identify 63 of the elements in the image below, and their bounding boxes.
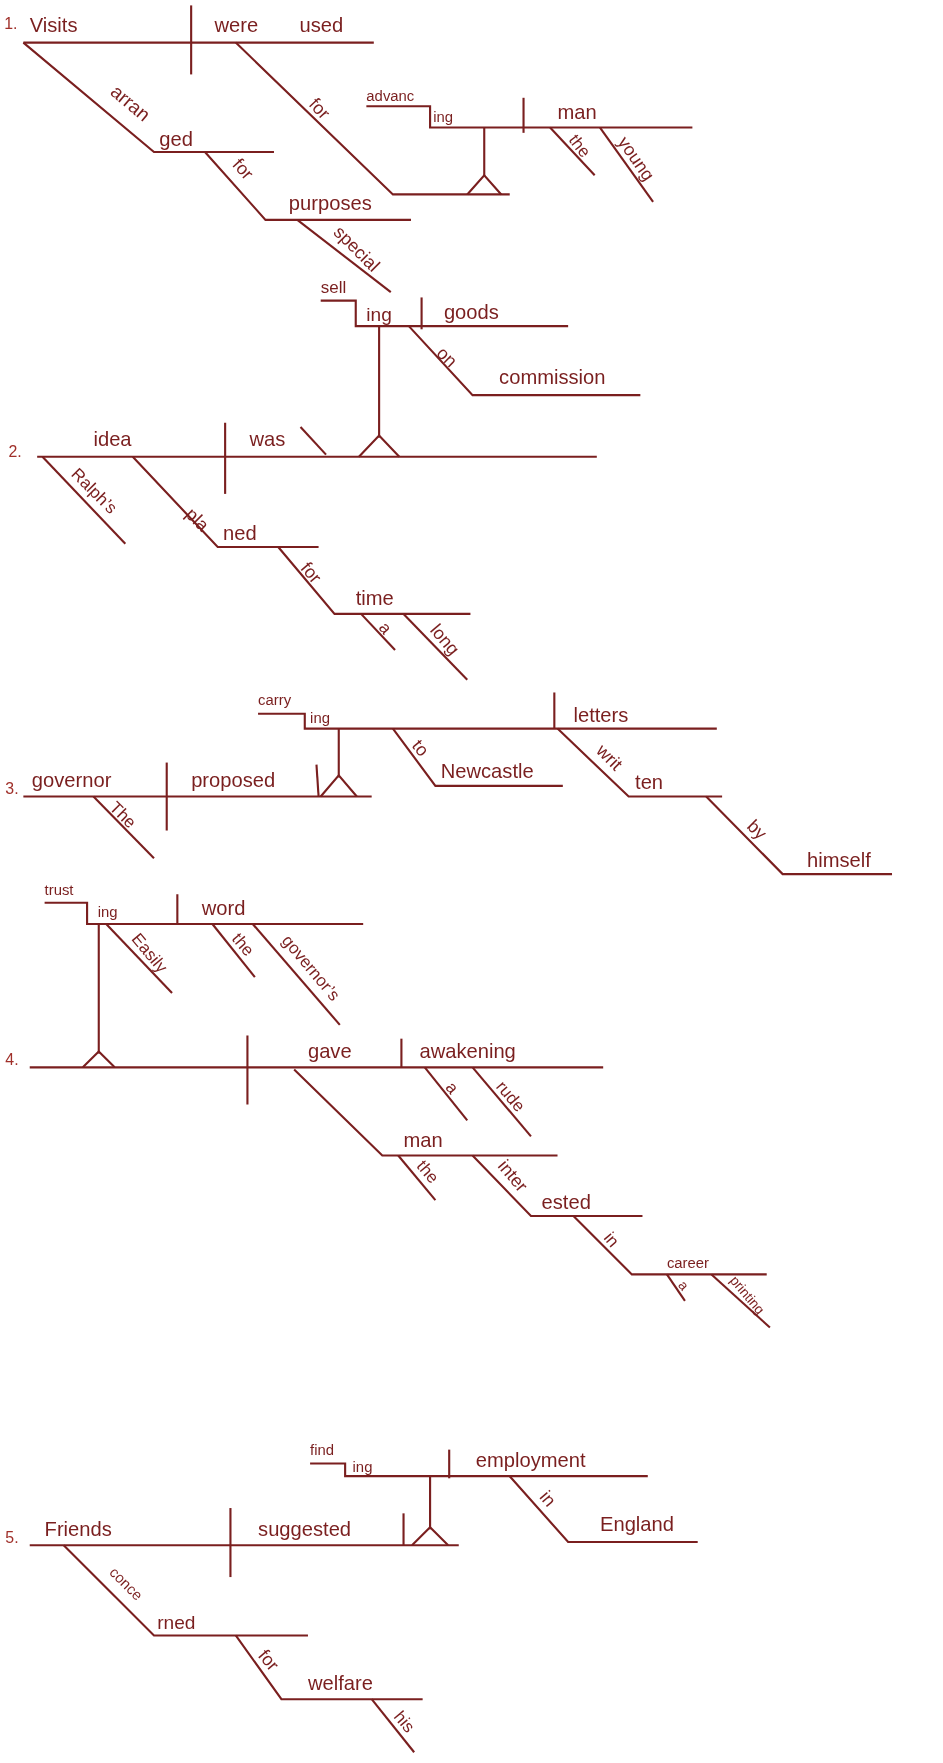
word-label: sell	[320, 278, 347, 298]
word-label: to	[407, 735, 433, 761]
word-label: on	[432, 342, 462, 372]
sentence-number: 3.	[5, 780, 19, 798]
word-label: writ	[592, 740, 627, 775]
word-label: his	[390, 1707, 419, 1737]
word-label: were	[214, 13, 259, 36]
word-label: for	[305, 94, 334, 124]
word-label: for	[254, 1645, 283, 1675]
word-label: by	[743, 815, 771, 844]
word-label: for	[228, 154, 258, 184]
word-label: employment	[475, 1448, 586, 1471]
word-label: used	[299, 13, 344, 36]
word-label: man	[403, 1129, 443, 1151]
word-label: rned	[157, 1612, 196, 1634]
word-label: a	[374, 618, 396, 638]
word-label: career	[666, 1255, 709, 1272]
word-label: the	[564, 130, 595, 162]
word-label: suggested	[258, 1517, 352, 1540]
sentence-number: 5.	[5, 1529, 19, 1547]
word-label: proposed	[191, 769, 276, 791]
word-label: ned	[223, 521, 257, 544]
word-label: Friends	[44, 1517, 112, 1540]
word-label: ing	[310, 710, 330, 727]
word-label: for	[296, 558, 326, 588]
word-label: time	[355, 587, 394, 610]
word-label: ing	[97, 903, 118, 920]
word-label: carry	[258, 692, 292, 709]
word-label: ten	[635, 771, 664, 794]
word-label: was	[249, 428, 286, 451]
word-label: ested	[541, 1190, 591, 1213]
word-label: a	[675, 1277, 692, 1294]
word-label: the	[412, 1156, 443, 1187]
word-label: England	[600, 1513, 674, 1536]
word-label: himself	[807, 848, 871, 871]
sentence-number: 4.	[5, 1051, 19, 1069]
word-label: man	[557, 101, 597, 124]
word-label: idea	[93, 428, 132, 451]
word-label: find	[310, 1441, 335, 1458]
word-label: The	[105, 797, 140, 832]
word-label: ged	[159, 127, 193, 150]
word-label: trust	[44, 882, 74, 899]
word-label: goods	[443, 300, 499, 323]
word-label: in	[535, 1486, 560, 1511]
word-label: letters	[573, 704, 629, 727]
word-label: governor	[31, 769, 112, 791]
word-label: a	[441, 1078, 463, 1098]
word-label: awakening	[419, 1039, 516, 1062]
word-label: advanc	[366, 88, 415, 104]
word-label: the	[228, 929, 258, 960]
word-label: commission	[499, 366, 606, 389]
sentence-number: 2.	[8, 442, 22, 460]
word-label: ing	[433, 109, 454, 126]
word-label: welfare	[307, 1671, 373, 1694]
word-label: Newcastle	[440, 760, 534, 783]
word-label: gave	[307, 1039, 352, 1062]
word-label: ing	[352, 1458, 373, 1475]
sentence-number: 1.	[4, 14, 18, 32]
word-label: Visits	[29, 13, 78, 36]
word-label: word	[201, 897, 246, 920]
word-label: purposes	[288, 192, 372, 215]
word-label: ing	[366, 303, 392, 325]
word-label: in	[599, 1228, 623, 1251]
